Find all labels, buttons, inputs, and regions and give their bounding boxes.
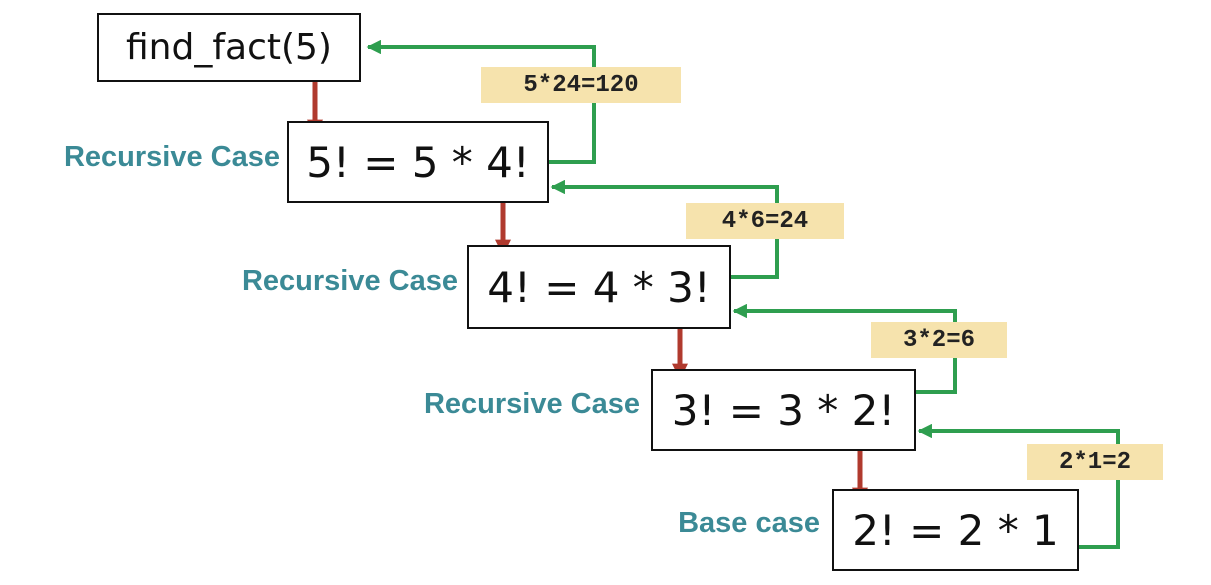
expression-box-1: 5! = 5 * 4! [287,121,549,203]
expression-text-3: 3! = 3 * 2! [671,385,896,435]
case-label-4: Base case [678,507,820,539]
case-label-2: Recursive Case [241,265,458,297]
return-value-tag-1: 5*24=120 [481,67,681,103]
case-label-1: Recursive Case [63,141,280,173]
expression-text-2: 4! = 4 * 3! [487,262,711,312]
expression-text-1: 5! = 5 * 4! [306,137,530,187]
return-value-tag-3: 3*2=6 [871,322,1007,358]
expression-box-2: 4! = 4 * 3! [467,245,731,329]
case-label-3: Recursive Case [423,388,640,420]
return-value-tag-2: 4*6=24 [686,203,844,239]
root-call-text: find_fact(5) [126,27,332,68]
return-arrow-1 [366,39,596,164]
return-value-tag-4: 2*1=2 [1027,444,1163,480]
return-arrow-4 [917,423,1120,549]
expression-box-3: 3! = 3 * 2! [651,369,916,451]
expression-text-4: 2! = 2 * 1 [852,505,1059,555]
expression-box-4: 2! = 2 * 1 [832,489,1079,571]
root-call-box: find_fact(5) [97,13,361,82]
